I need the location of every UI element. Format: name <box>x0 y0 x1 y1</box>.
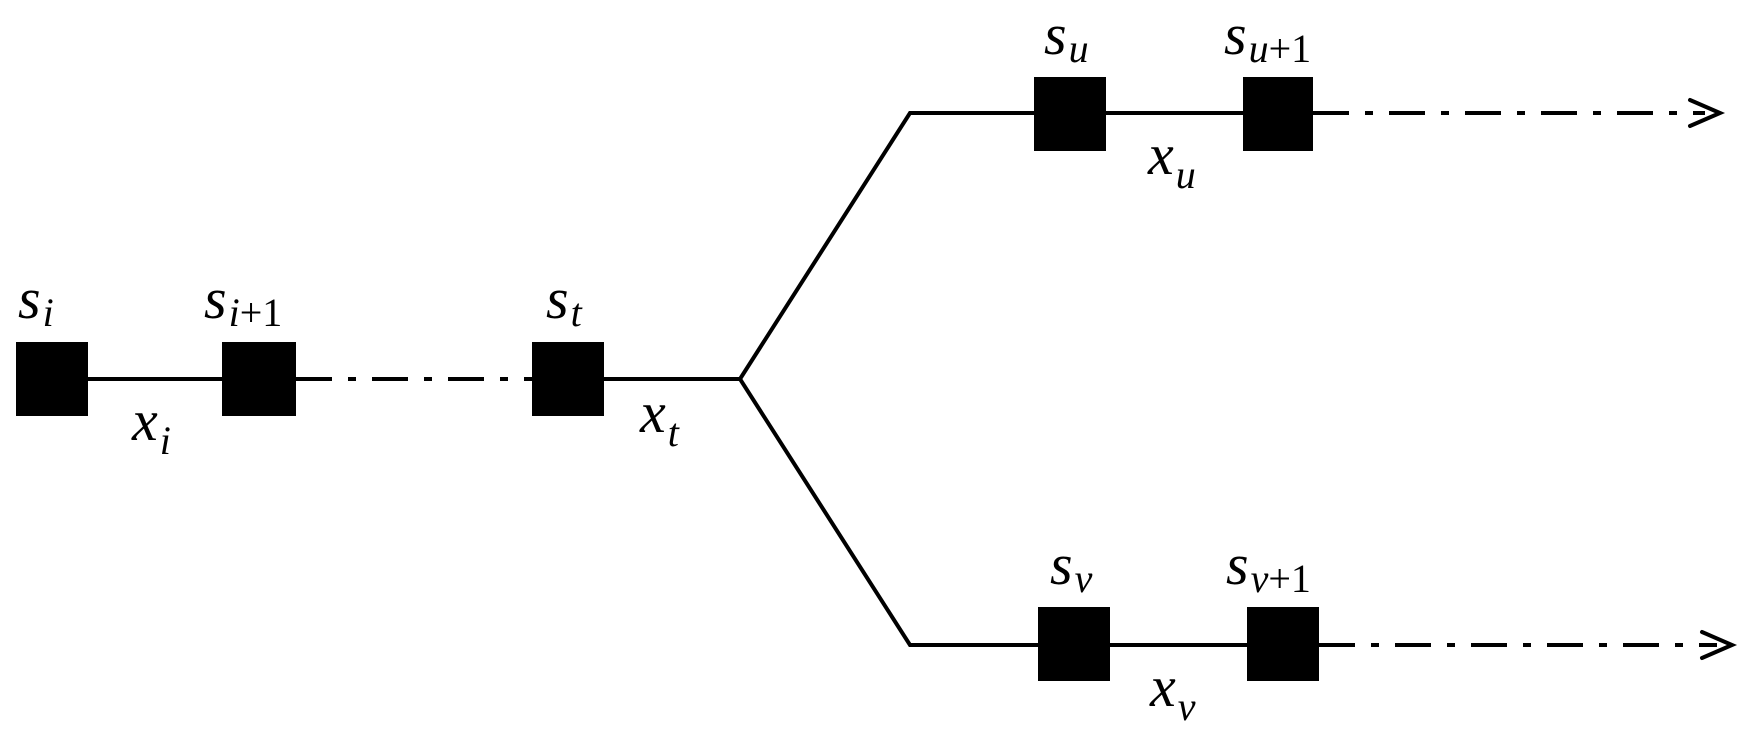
label-s-u-plus-1: su+1 <box>1224 2 1311 71</box>
node-s-v-plus-1 <box>1247 607 1319 681</box>
node-s-u-plus-1 <box>1243 77 1313 151</box>
node-s-i <box>16 342 88 416</box>
edge-branch-lower <box>738 377 1038 647</box>
label-x-t: xt <box>639 380 680 455</box>
node-s-v <box>1038 607 1110 681</box>
label-s-v: sv <box>1050 532 1093 601</box>
label-x-u: xu <box>1147 122 1196 197</box>
label-s-u: su <box>1044 2 1089 71</box>
label-s-t: st <box>546 266 583 335</box>
arrowhead-lower <box>1700 630 1738 660</box>
label-x-v: xv <box>1149 654 1196 729</box>
edge-branch-upper <box>738 111 1034 381</box>
label-s-i-plus-1: si+1 <box>204 266 282 335</box>
label-x-i: xi <box>131 388 171 463</box>
node-s-u <box>1034 77 1106 151</box>
label-s-v-plus-1: sv+1 <box>1226 532 1311 601</box>
label-s-i: si <box>18 266 54 335</box>
node-s-i-plus-1 <box>222 342 296 416</box>
arrowhead-upper <box>1688 98 1726 128</box>
node-s-t <box>532 342 604 416</box>
